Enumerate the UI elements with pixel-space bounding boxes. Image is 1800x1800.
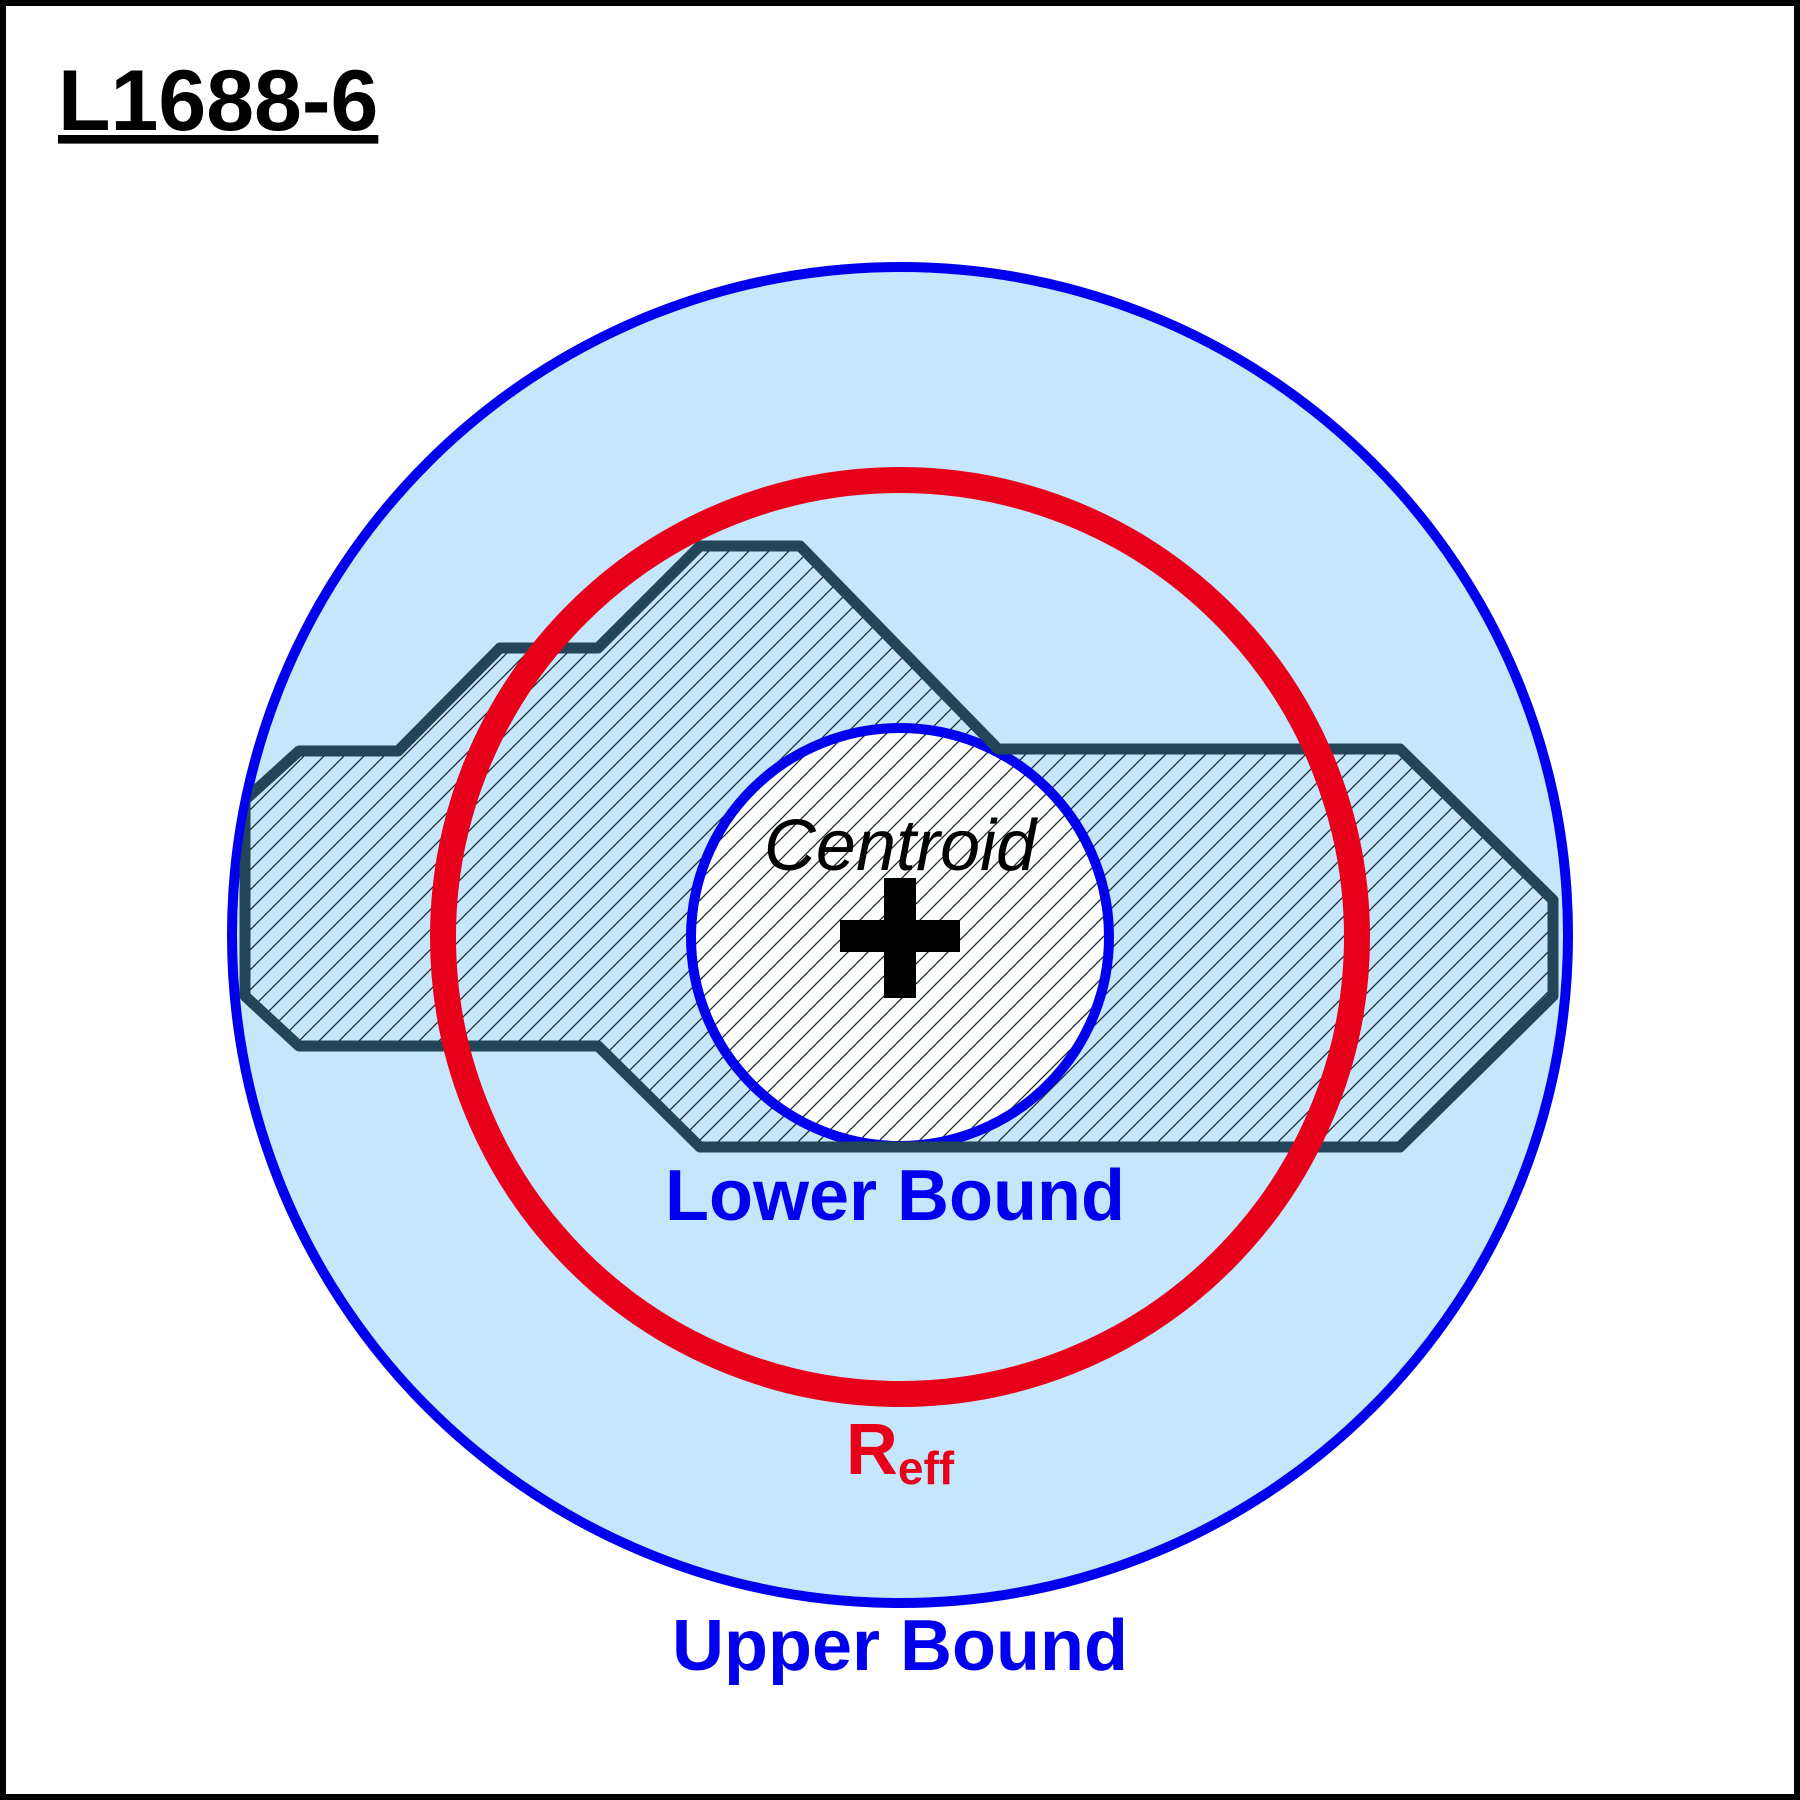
lower-bound-label: Lower Bound <box>665 1156 1125 1236</box>
upper-bound-label: Upper Bound <box>672 1606 1128 1686</box>
reff-label-sub: eff <box>898 1442 955 1494</box>
centroid-label: Centroid <box>764 806 1038 886</box>
core-region-outline <box>239 540 1559 1153</box>
core-region-hatch <box>245 546 1553 1147</box>
diagram-title: L1688-6 <box>58 53 378 149</box>
reff-label-main: R <box>846 1410 898 1490</box>
centroid-marker-icon <box>840 878 960 998</box>
reff-circle <box>430 467 1370 1407</box>
reff-label: Reff <box>846 1410 955 1494</box>
